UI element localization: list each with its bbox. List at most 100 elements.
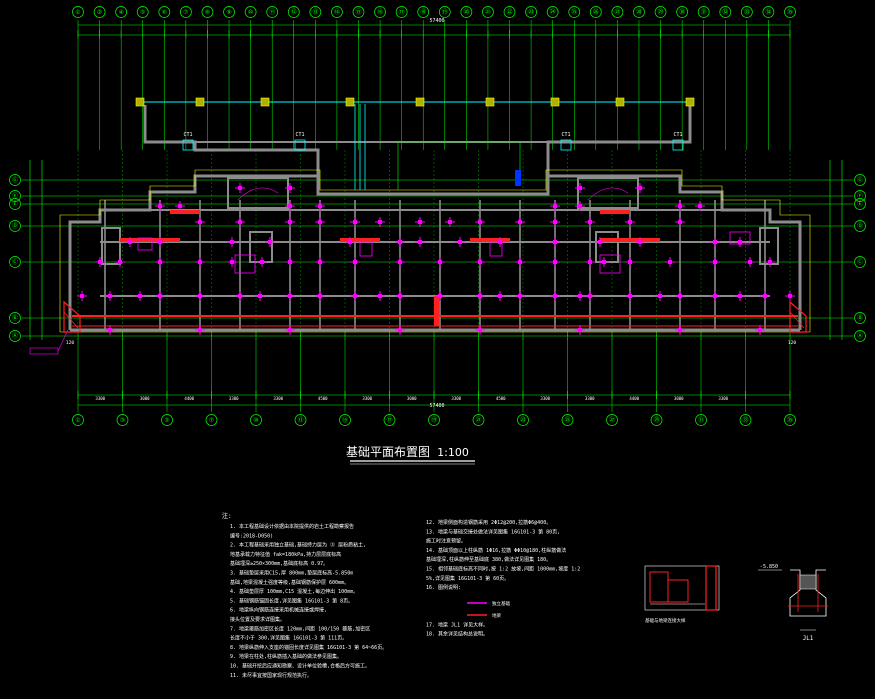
- column: [578, 328, 582, 332]
- column: [288, 294, 292, 298]
- column: [438, 260, 442, 264]
- column: [378, 220, 382, 224]
- axis-top-20-circle: [503, 6, 516, 18]
- axis-top-33-circle: [784, 6, 796, 18]
- axis-top-23: ㉕: [571, 8, 577, 16]
- axis-top-8-circle: [244, 6, 257, 18]
- axis-bottom-8-circle: [428, 414, 440, 426]
- column: [318, 220, 322, 224]
- note-right-6: 5%,详见图集 16G101-3 第 60页。: [426, 575, 509, 582]
- note-left-1: 编号:2018-D050): [230, 532, 273, 539]
- top-column-marker: [550, 97, 560, 107]
- detail-elev: -5.850: [760, 564, 778, 570]
- axis-top-23-circle: [568, 6, 581, 18]
- columns: [29, 183, 795, 355]
- axis-bottom-12-circle: [606, 414, 618, 426]
- note-right-2: 施工时注意预留。: [426, 538, 466, 545]
- column: [738, 240, 742, 244]
- column: [158, 260, 162, 264]
- axis-top-19-circle: [482, 6, 494, 18]
- column: [713, 294, 717, 298]
- column: [518, 260, 522, 264]
- axis-right-6: Ⓐ: [857, 332, 863, 340]
- axis-bottom-1: ③: [120, 417, 125, 424]
- top-column-marker: [615, 97, 625, 107]
- note-left-2: 2. 本工程基础采用独立基础,基础持力层为 ③ 层粉质粘土,: [230, 542, 366, 549]
- beam-segment-3: [600, 238, 660, 242]
- axis-top-21: ㉓: [528, 8, 534, 16]
- axis-top-2-circle: [115, 6, 128, 18]
- bottom-dim-9: 4500: [496, 396, 506, 401]
- axis-top-1: ②: [97, 9, 102, 16]
- ct1-label-1: CT1: [295, 132, 304, 138]
- column: [598, 240, 602, 244]
- column: [763, 294, 767, 298]
- detail-right-caption: JL1: [803, 635, 814, 642]
- top-column-marker: [685, 97, 695, 107]
- axis-top-22: ㉔: [550, 8, 556, 16]
- bottom-dim-8: 3300: [451, 396, 461, 401]
- note-right-4: 基础埋深,柱纵筋伸至基础底 380,做法详见图集 180。: [426, 556, 551, 563]
- axis-bottom-4-circle: [250, 414, 262, 426]
- detail-right: -5.850 JL1: [758, 564, 828, 642]
- column: [758, 328, 762, 332]
- legend-item-1: 地梁: [492, 612, 501, 619]
- column: [602, 260, 606, 264]
- axis-bottom-11-circle: [561, 414, 574, 426]
- column: [238, 294, 242, 298]
- column: [260, 260, 264, 264]
- note-left-5: 3. 基础垫层采用C15,厚 800mm,垫层底标高-5.850m: [230, 570, 353, 577]
- column: [80, 294, 84, 298]
- axis-left-6-circle: [9, 330, 21, 342]
- column: [198, 328, 202, 332]
- dim-120-0: 120: [66, 340, 74, 346]
- axis-bottom-0-circle: [72, 414, 84, 426]
- column: [553, 294, 557, 298]
- note-left-0: 1. 本工程基础设计依据由本院提供的岩土工程勘察报告: [230, 523, 354, 530]
- green-box: [397, 141, 521, 190]
- axis-bottom-9-circle: [472, 414, 485, 426]
- axis-bottom-2: ⑤: [164, 417, 169, 424]
- column: [588, 294, 592, 298]
- column: [198, 220, 202, 224]
- column: [698, 204, 702, 208]
- column: [398, 294, 402, 298]
- axis-top-25-circle: [611, 6, 624, 18]
- column: [398, 328, 402, 332]
- axis-top-33: ㉟: [787, 8, 793, 16]
- column: [198, 260, 202, 264]
- axis-top-17: ⑲: [442, 8, 448, 16]
- axis-bottom-14-circle: [695, 414, 707, 426]
- axis-bottom-8: ⑲: [431, 416, 437, 424]
- bottom-dim-1: 3000: [140, 396, 150, 401]
- axis-right-0-circle: [854, 174, 866, 186]
- column: [288, 220, 292, 224]
- column: [478, 328, 482, 332]
- note-left-13: 8. 地梁纵筋伸入支座的锚固长度详见图集 16G101-3 第 64~66页。: [230, 644, 387, 651]
- bottom-dim-3: 3300: [229, 396, 239, 401]
- column: [768, 260, 772, 264]
- axis-top-24-circle: [589, 6, 602, 18]
- upper-wall-left: [143, 105, 320, 176]
- column: [353, 260, 357, 264]
- column: [628, 220, 632, 224]
- axis-bottom-4: ⑩: [253, 417, 258, 424]
- axis-left-0-circle: [9, 174, 21, 186]
- axis-top-29: ㉛: [701, 8, 707, 16]
- beam-segment-5: [600, 210, 630, 214]
- axis-right-2: Ⓔ: [857, 200, 863, 208]
- axis-right-5: Ⓑ: [857, 314, 863, 322]
- note-left-15: 10. 基础开挖后应通知勘察、设计单位验槽,合格后方可施工。: [230, 663, 370, 670]
- axis-bottom-2-circle: [161, 414, 173, 426]
- axis-left-1: Ⓕ: [12, 192, 18, 200]
- axis-top-4: ⑥: [162, 9, 167, 16]
- axis-top-30: ㉜: [722, 8, 728, 16]
- column: [553, 240, 557, 244]
- axis-top-26: ㉘: [636, 8, 642, 16]
- column: [418, 220, 422, 224]
- note-right-1: 13. 地梁与基础交接处做法详见图集 16G101-3 第 80页,: [426, 528, 560, 535]
- axis-top-7-circle: [223, 6, 235, 18]
